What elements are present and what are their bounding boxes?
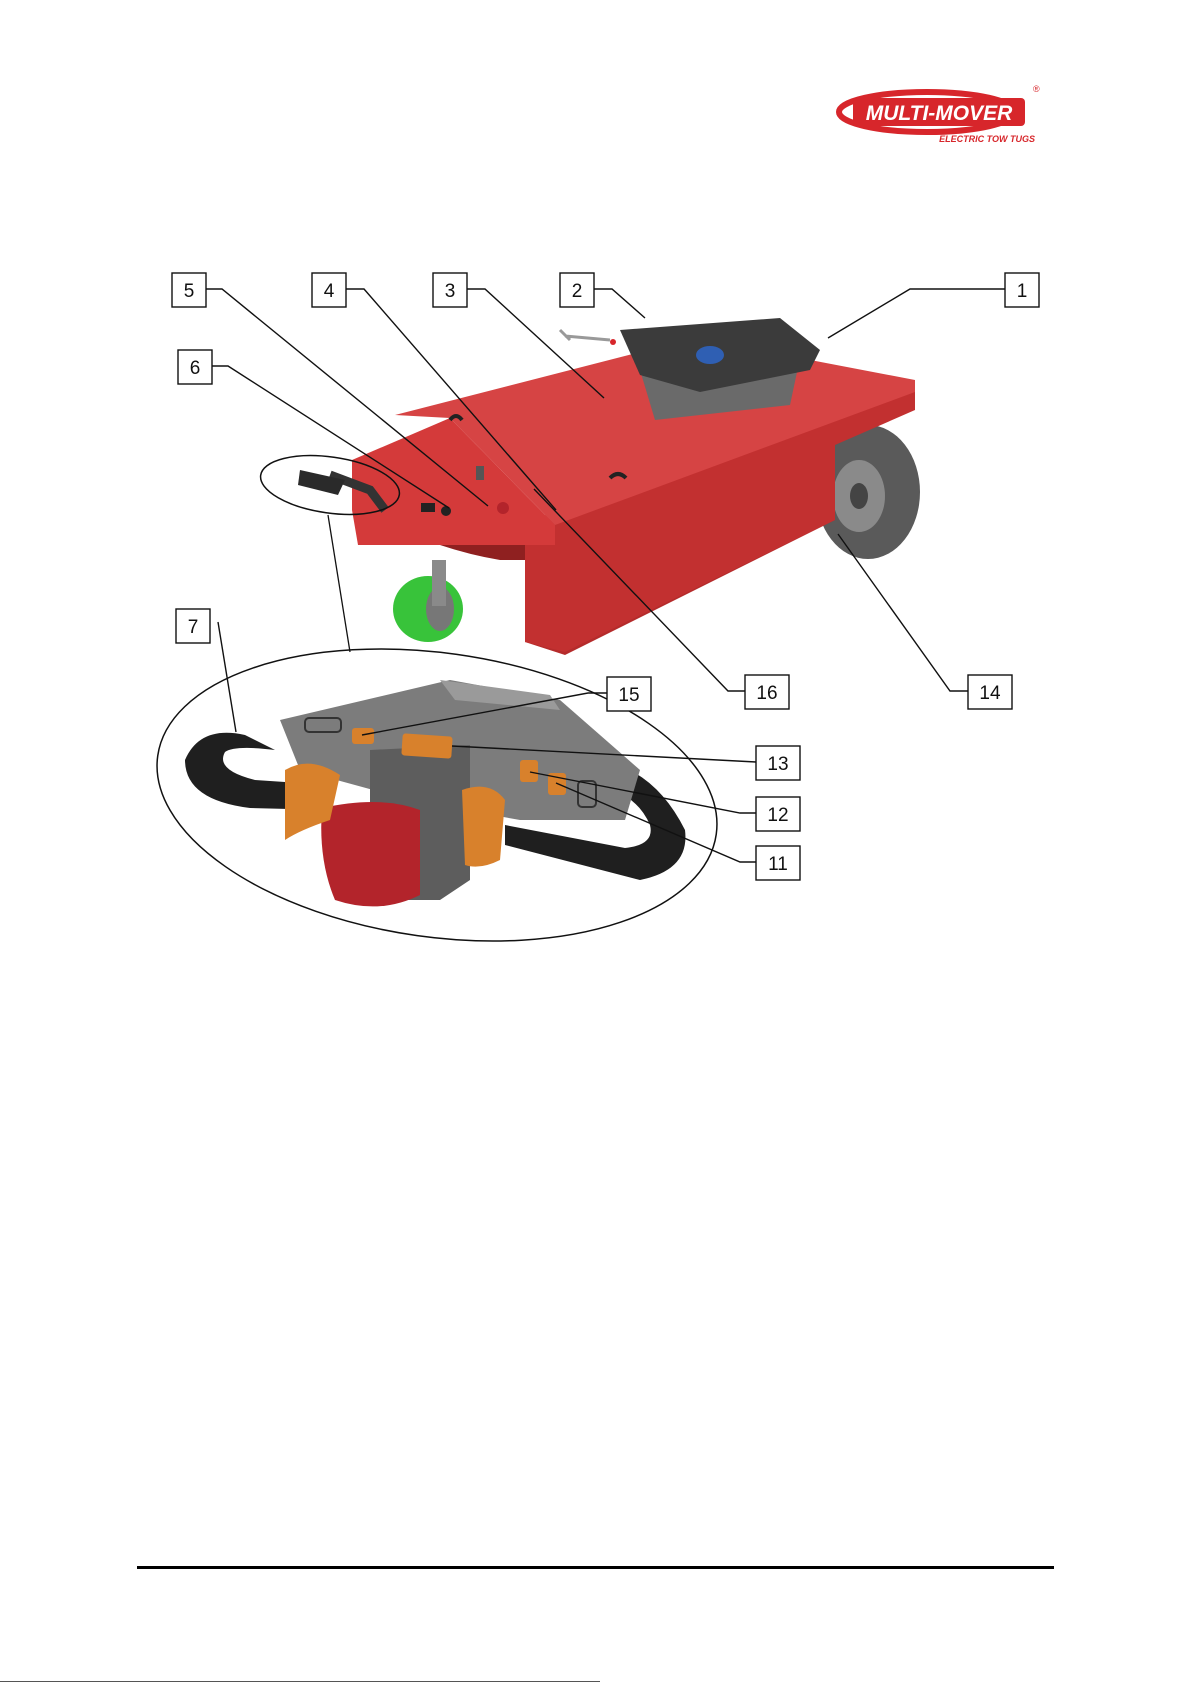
button-15 bbox=[352, 728, 374, 744]
callout-leader-7 bbox=[218, 622, 236, 732]
release-handle-knob bbox=[610, 339, 616, 345]
key-switch bbox=[441, 506, 451, 516]
footer-thin-rule bbox=[0, 1681, 600, 1682]
callout-label-13: 13 bbox=[767, 754, 788, 775]
belly-button bbox=[321, 802, 420, 906]
callout-label-3: 3 bbox=[445, 281, 456, 302]
fifth-wheel-coupler bbox=[696, 346, 724, 364]
footer-rule bbox=[137, 1566, 1054, 1569]
tiller-closeup bbox=[185, 680, 685, 906]
callout-label-2: 2 bbox=[572, 281, 583, 302]
display-panel bbox=[421, 503, 435, 512]
callout-label-12: 12 bbox=[767, 805, 788, 826]
callout-label-5: 5 bbox=[184, 281, 195, 302]
callout-label-1: 1 bbox=[1017, 281, 1028, 302]
throttle-right bbox=[462, 787, 505, 867]
callout-label-15: 15 bbox=[618, 685, 639, 706]
callout-label-14: 14 bbox=[979, 683, 1001, 704]
callout-leader-1 bbox=[828, 289, 1005, 338]
top-latch bbox=[476, 466, 484, 480]
callout-label-16: 16 bbox=[756, 683, 777, 704]
callout-label-11: 11 bbox=[768, 854, 788, 875]
callout-label-7: 7 bbox=[188, 617, 199, 638]
emergency-stop bbox=[497, 502, 509, 514]
callout-label-6: 6 bbox=[190, 358, 201, 379]
zoom-connector bbox=[328, 515, 350, 652]
horn-button bbox=[401, 733, 452, 758]
castor-fork bbox=[432, 560, 446, 606]
rear-wheel-hub bbox=[850, 483, 868, 509]
button-12 bbox=[520, 760, 538, 782]
front-arch bbox=[440, 545, 525, 560]
callout-leader-2 bbox=[594, 289, 645, 318]
callout-label-4: 4 bbox=[324, 281, 335, 302]
tug-illustration bbox=[298, 318, 920, 655]
release-handle bbox=[560, 330, 610, 340]
